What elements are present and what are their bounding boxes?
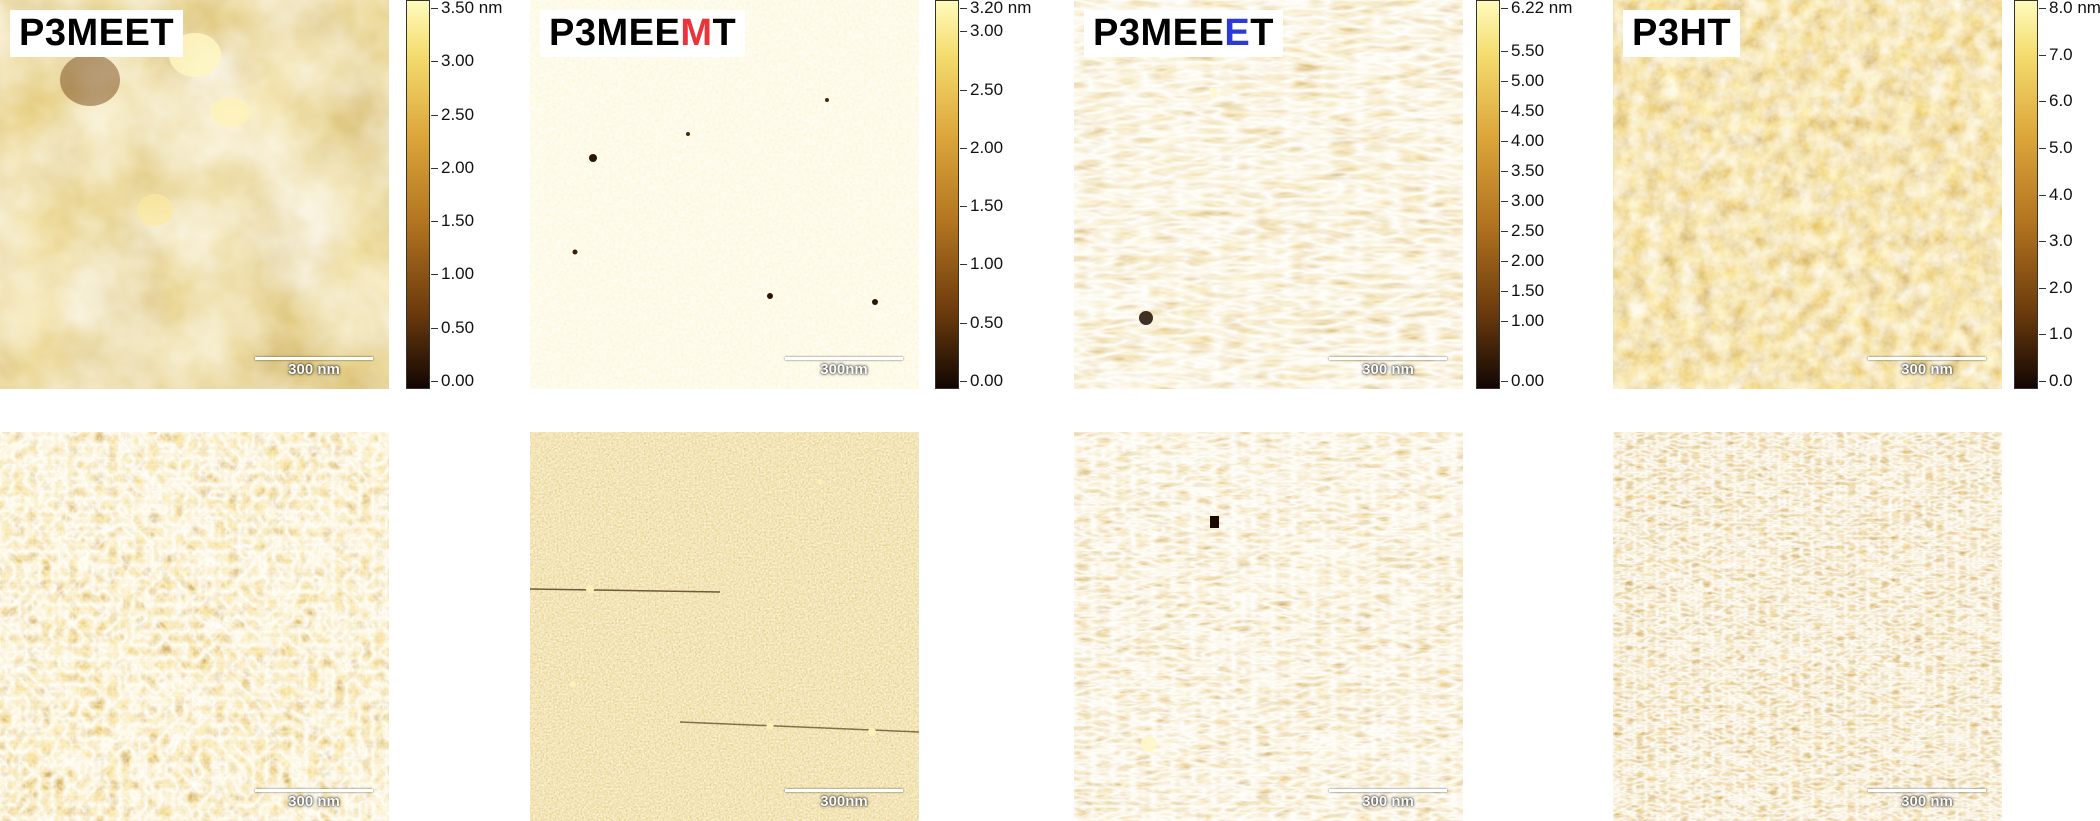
- colorbar-tick-label: 3.0: [2039, 231, 2073, 251]
- colorbar-tick-label: 4.00: [1500, 131, 1545, 151]
- height-map-texture: [530, 0, 919, 389]
- height-colorbar-1: [406, 0, 430, 389]
- scale-bar: 300 nm: [1329, 789, 1447, 810]
- colorbar-tick-label: 2.50: [959, 79, 1004, 99]
- phase-map-texture: [1074, 432, 1463, 821]
- afm-height-image-p3meemt: P3MEEMT 300nm: [530, 0, 919, 389]
- afm-height-image-p3meet: P3MEET 300 nm: [0, 0, 389, 389]
- colorbar-tick-label: 2.0: [2039, 277, 2073, 297]
- colorbar-tick-label: 1.50: [1500, 281, 1545, 301]
- scale-bar-label: 300 nm: [288, 793, 340, 810]
- scale-bar-label: 300nm: [820, 793, 868, 810]
- colorbar-tick-label: 7.0: [2039, 44, 2073, 64]
- colorbar-tick-label: 4.0: [2039, 184, 2073, 204]
- phase-map-texture: [0, 432, 389, 821]
- colorbar-tick-label: 2.50: [1500, 221, 1545, 241]
- colorbar-tick-label: 5.00: [1500, 71, 1545, 91]
- afm-phase-image-p3ht: 300 nm: [1613, 432, 2002, 821]
- sample-label: P3HT: [1623, 10, 1741, 57]
- height-colorbar-3: [1476, 0, 1500, 389]
- scale-bar: 300nm: [785, 357, 903, 378]
- height-map-texture: [1074, 0, 1463, 389]
- colorbar-tick-label: 0.00: [1500, 371, 1545, 390]
- colorbar-tick-label: 0.0: [2039, 371, 2073, 390]
- scale-bar-label: 300 nm: [1362, 361, 1414, 378]
- scale-bar: 300 nm: [1868, 789, 1986, 810]
- height-colorbar-2: [935, 0, 959, 389]
- colorbar-tick-label: 0.50: [430, 317, 475, 337]
- colorbar-tick-label: 3.20 nm: [959, 0, 1032, 17]
- afm-height-image-p3meeet: P3MEEET 300 nm: [1074, 0, 1463, 389]
- height-map-texture: [1613, 0, 2002, 389]
- colorbar-tick-label: 1.50: [959, 196, 1004, 216]
- colorbar-tick-label: 3.00: [430, 51, 475, 71]
- colorbar-ticks-2: 3.20 nm 3.00 2.50 2.00 1.50 1.00 0.50 0.00: [959, 0, 1050, 390]
- colorbar-tick-label: 4.50: [1500, 101, 1545, 121]
- sample-label: P3MEEMT: [540, 10, 746, 57]
- colorbar-tick-label: 6.0: [2039, 91, 2073, 111]
- afm-phase-image-p3meeet: 300 nm: [1074, 432, 1463, 821]
- colorbar-tick-label: 2.00: [959, 137, 1004, 157]
- colorbar-tick-label: 0.00: [430, 371, 475, 390]
- colorbar-ticks-3: 6.22 nm 5.50 5.00 4.50 4.00 3.50 3.00 2.50 2.00 1…: [1500, 0, 1591, 390]
- colorbar-tick-label: 5.50: [1500, 41, 1545, 61]
- scale-bar-label: 300nm: [820, 361, 868, 378]
- colorbar-tick-label: 2.50: [430, 104, 475, 124]
- colorbar-tick-label: 0.00: [959, 371, 1004, 390]
- colorbar-tick-label: 0.50: [959, 312, 1004, 332]
- colorbar-tick-label: 3.50: [1500, 161, 1545, 181]
- colorbar-tick-label: 2.00: [430, 157, 475, 177]
- phase-map-texture: [530, 432, 919, 821]
- scale-bar-label: 300 nm: [288, 361, 340, 378]
- colorbar-tick-label: 3.00: [959, 21, 1004, 41]
- colorbar-tick-label: 2.00: [1500, 251, 1545, 271]
- colorbar-tick-label: 1.00: [430, 264, 475, 284]
- colorbar-tick-label: 5.0: [2039, 137, 2073, 157]
- sample-label: P3MEET: [10, 10, 184, 57]
- colorbar-ticks-4: 8.0 nm 7.0 6.0 5.0 4.0 3.0 2.0 1.0 0.0: [2039, 0, 2100, 390]
- colorbar-tick-label: 3.00: [1500, 191, 1545, 211]
- height-colorbar-4: [2014, 0, 2038, 389]
- colorbar-tick-label: 3.50 nm: [430, 0, 503, 17]
- afm-height-image-p3ht: P3HT 300 nm: [1613, 0, 2002, 389]
- colorbar-tick-label: 1.50: [430, 211, 475, 231]
- colorbar-tick-label: 1.00: [959, 254, 1004, 274]
- scale-bar: 300 nm: [1868, 357, 1986, 378]
- colorbar-ticks-1: 3.50 nm 3.00 2.50 2.00 1.50 1.00 0.50 0.00: [430, 0, 521, 390]
- phase-map-texture: [1613, 432, 2002, 821]
- height-map-texture: [0, 0, 389, 389]
- sample-label: P3MEEET: [1084, 10, 1283, 57]
- colorbar-tick-label: 8.0 nm: [2039, 0, 2100, 17]
- colorbar-tick-label: 1.00: [1500, 311, 1545, 331]
- scale-bar-label: 300 nm: [1901, 361, 1953, 378]
- scale-bar-label: 300 nm: [1901, 793, 1953, 810]
- scale-bar-label: 300 nm: [1362, 793, 1414, 810]
- scale-bar: 300 nm: [255, 789, 373, 810]
- scale-bar: 300 nm: [1329, 357, 1447, 378]
- afm-phase-image-p3meet: 300 nm: [0, 432, 389, 821]
- colorbar-tick-label: 6.22 nm: [1500, 0, 1573, 17]
- scale-bar: 300nm: [785, 789, 903, 810]
- scale-bar: 300 nm: [255, 357, 373, 378]
- afm-phase-image-p3meemt: 300nm: [530, 432, 919, 821]
- colorbar-tick-label: 1.0: [2039, 324, 2073, 344]
